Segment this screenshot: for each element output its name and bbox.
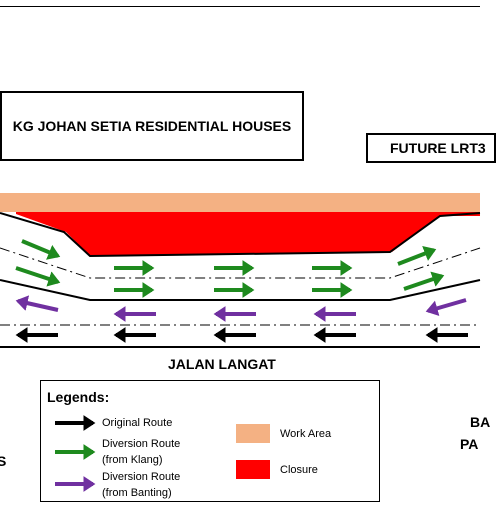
legend-banting-line1: Diversion Route [102, 471, 181, 483]
road-edge-mid [0, 279, 481, 301]
klang-arrow [15, 266, 61, 287]
left-edge-text: S [0, 453, 7, 469]
closure-zone [16, 212, 480, 256]
legend-closure-swatch [236, 460, 270, 479]
right-edge-text-bottom: PA [460, 436, 479, 452]
banting-arrow [425, 298, 467, 317]
residential-houses-box: KG JOHAN SETIA RESIDENTIAL HOUSES [0, 91, 304, 161]
work-area-strip [0, 193, 480, 212]
legend-klang-line2: (from Klang) [102, 454, 163, 466]
road-name-label: JALAN LANGAT [168, 356, 276, 372]
banting-arrow [15, 295, 59, 312]
legend-original-text: Original Route [102, 417, 173, 429]
legend-arrows [55, 415, 96, 492]
legend-original-label: Original Route [102, 415, 172, 431]
road-edge-upper [0, 212, 481, 258]
future-lrt-label: FUTURE LRT3 [390, 140, 486, 156]
klang-arrow [397, 246, 437, 266]
right-edge-text-top: BA [470, 414, 491, 430]
top-border-line [0, 6, 480, 7]
legend-title: Legends: [47, 389, 110, 405]
klang-arrow [403, 271, 445, 291]
legend-klang-label: Diversion Route (from Klang) [102, 436, 180, 468]
lane-divider-upper [0, 247, 481, 279]
legend-work-area-label: Work Area [280, 428, 332, 440]
legend-box: Legends: Original Route Diversion Route … [40, 380, 380, 502]
legend-banting-line2: (from Banting) [102, 487, 172, 499]
legend-banting-label: Diversion Route (from Banting) [102, 469, 180, 501]
klang-arrow [21, 239, 61, 260]
legend-work-area-swatch [236, 424, 270, 443]
residential-houses-label: KG JOHAN SETIA RESIDENTIAL HOUSES [12, 118, 292, 134]
road-diagram [0, 193, 481, 348]
legend-closure-label: Closure [280, 464, 318, 476]
legend-klang-line1: Diversion Route [102, 438, 181, 450]
future-lrt-box: FUTURE LRT3 [366, 133, 496, 163]
